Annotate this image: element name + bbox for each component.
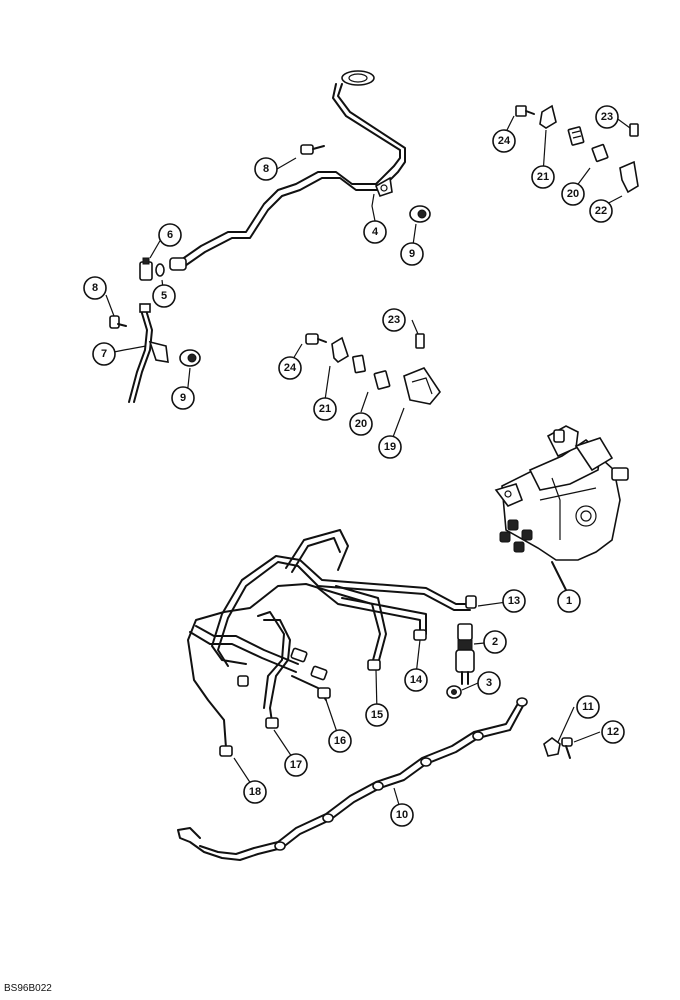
svg-text:23: 23 bbox=[601, 111, 613, 123]
injection-pump bbox=[494, 425, 629, 591]
fuel-tube bbox=[128, 303, 169, 403]
callout: 23 bbox=[382, 308, 406, 332]
svg-text:7: 7 bbox=[101, 348, 107, 360]
clamp-set-middle bbox=[305, 333, 441, 405]
callout: 8 bbox=[83, 276, 107, 300]
injection-lines bbox=[187, 529, 477, 757]
nut bbox=[543, 737, 561, 757]
bolt bbox=[300, 144, 325, 155]
callout: 21 bbox=[313, 397, 337, 421]
callout: 24 bbox=[492, 129, 516, 153]
callout: 2 bbox=[483, 630, 507, 654]
svg-text:22: 22 bbox=[595, 205, 607, 217]
callout: 21 bbox=[531, 165, 555, 189]
callout: 20 bbox=[349, 412, 373, 436]
injector bbox=[455, 623, 475, 685]
svg-text:11: 11 bbox=[582, 701, 594, 713]
callout: 9 bbox=[171, 386, 195, 410]
svg-text:5: 5 bbox=[161, 290, 167, 302]
svg-text:18: 18 bbox=[249, 786, 261, 798]
callout: 13 bbox=[502, 589, 526, 613]
leak-off-line bbox=[177, 697, 528, 861]
callout: 12 bbox=[601, 720, 625, 744]
svg-text:20: 20 bbox=[355, 418, 367, 430]
callout: 23 bbox=[595, 105, 619, 129]
callout: 22 bbox=[589, 199, 613, 223]
svg-text:17: 17 bbox=[290, 759, 302, 771]
svg-text:20: 20 bbox=[567, 188, 579, 200]
svg-text:24: 24 bbox=[284, 362, 297, 374]
grommet bbox=[409, 205, 431, 223]
svg-text:19: 19 bbox=[384, 441, 396, 453]
callout: 18 bbox=[243, 780, 267, 804]
svg-text:21: 21 bbox=[319, 403, 331, 415]
svg-text:21: 21 bbox=[537, 171, 549, 183]
figure-code: BS96B022 bbox=[4, 983, 52, 994]
callout: 16 bbox=[328, 729, 352, 753]
svg-text:2: 2 bbox=[492, 636, 498, 648]
svg-text:3: 3 bbox=[486, 677, 492, 689]
callout: 20 bbox=[561, 182, 585, 206]
callout: 11 bbox=[576, 695, 600, 719]
fuel-return-line bbox=[177, 70, 406, 269]
svg-text:9: 9 bbox=[180, 392, 186, 404]
callout: 14 bbox=[404, 668, 428, 692]
callout: 19 bbox=[378, 435, 402, 459]
svg-text:13: 13 bbox=[508, 595, 520, 607]
svg-text:14: 14 bbox=[410, 674, 423, 686]
svg-text:23: 23 bbox=[388, 314, 400, 326]
clamp-set-upper bbox=[515, 104, 639, 194]
callout: 1 bbox=[557, 589, 581, 613]
bolt bbox=[109, 315, 127, 329]
callout: 7 bbox=[92, 342, 116, 366]
grommet bbox=[179, 349, 201, 367]
nut bbox=[446, 685, 462, 699]
svg-text:16: 16 bbox=[334, 735, 346, 747]
svg-text:15: 15 bbox=[371, 709, 383, 721]
callout: 3 bbox=[477, 671, 501, 695]
svg-text:1: 1 bbox=[566, 595, 572, 607]
svg-text:8: 8 bbox=[263, 163, 269, 175]
svg-text:9: 9 bbox=[409, 248, 415, 260]
callout: 8 bbox=[254, 157, 278, 181]
callout: 17 bbox=[284, 753, 308, 777]
callout: 5 bbox=[152, 284, 176, 308]
callout: 4 bbox=[363, 220, 387, 244]
svg-text:10: 10 bbox=[396, 809, 408, 821]
callout: 15 bbox=[365, 703, 389, 727]
banjo-fitting bbox=[139, 257, 187, 281]
svg-text:6: 6 bbox=[167, 229, 173, 241]
callout: 24 bbox=[278, 356, 302, 380]
svg-text:12: 12 bbox=[607, 726, 619, 738]
svg-text:4: 4 bbox=[372, 226, 379, 238]
svg-text:8: 8 bbox=[92, 282, 98, 294]
callout: 10 bbox=[390, 803, 414, 827]
svg-text:24: 24 bbox=[498, 135, 511, 147]
bolt bbox=[561, 737, 573, 759]
callout: 9 bbox=[400, 242, 424, 266]
callout: 6 bbox=[158, 223, 182, 247]
